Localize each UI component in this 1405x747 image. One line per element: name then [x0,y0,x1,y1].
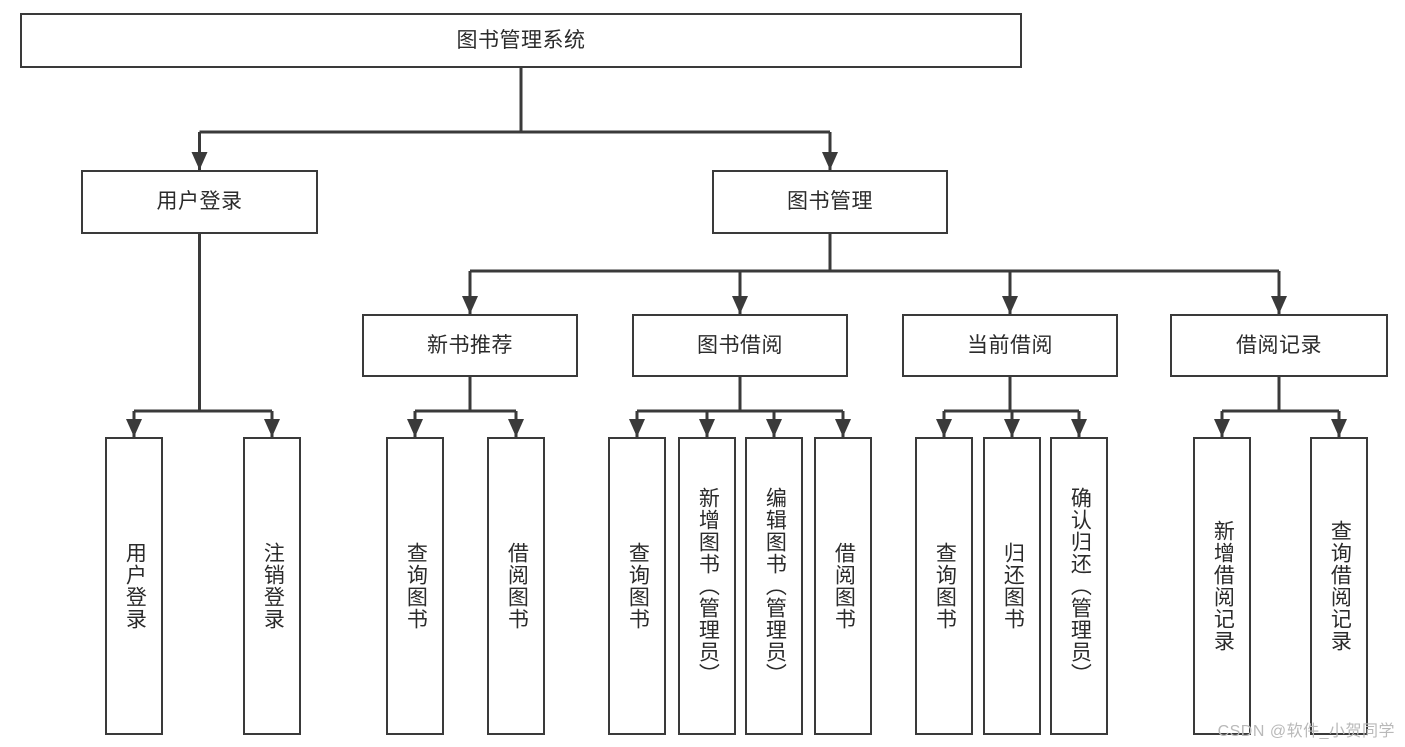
arrow-head-icon [766,419,782,437]
node-label: 新书推荐 [427,333,513,357]
node-label: 新增借阅记录 [1211,520,1235,652]
node-borrow-record[interactable]: 借阅记录 [1170,314,1388,377]
watermark-text: CSDN @软件_小贺同学 [1217,723,1395,740]
node-label: 归还图书 [1001,542,1025,630]
node-label: 图书管理系统 [456,28,586,52]
node-label: 查询图书 [933,542,957,630]
node-leaf-confirm-return[interactable]: 确认归还（管理员） [1050,437,1108,735]
arrow-head-icon [699,419,715,437]
node-current-borrow[interactable]: 当前借阅 [902,314,1118,377]
arrow-head-icon [1002,296,1018,314]
arrow-head-icon [1004,419,1020,437]
arrow-head-icon [1214,419,1230,437]
node-label: 图书借阅 [697,333,783,357]
arrow-head-icon [191,152,208,170]
node-label: 查询图书 [404,542,428,630]
node-leaf-add-record[interactable]: 新增借阅记录 [1193,437,1251,735]
node-leaf-query-book-3[interactable]: 查询图书 [915,437,973,735]
arrow-head-icon [462,296,478,314]
node-leaf-query-book-2[interactable]: 查询图书 [608,437,666,735]
arrow-head-icon [407,419,423,437]
node-label: 借阅记录 [1236,333,1322,357]
node-label: 确认归还（管理员） [1068,487,1092,685]
node-label: 借阅图书 [832,542,856,630]
node-label: 新增图书（管理员） [696,487,720,685]
arrow-head-icon [1271,296,1287,314]
node-leaf-borrow-book-2[interactable]: 借阅图书 [814,437,872,735]
arrow-head-icon [264,419,280,437]
node-leaf-borrow-book-1[interactable]: 借阅图书 [487,437,545,735]
node-leaf-add-book[interactable]: 新增图书（管理员） [678,437,736,735]
arrow-head-icon [936,419,952,437]
arrow-head-icon [835,419,851,437]
node-book-borrow[interactable]: 图书借阅 [632,314,848,377]
node-book-manage[interactable]: 图书管理 [712,170,948,234]
node-leaf-query-book-1[interactable]: 查询图书 [386,437,444,735]
node-label: 借阅图书 [505,542,529,630]
node-root[interactable]: 图书管理系统 [20,13,1022,68]
node-leaf-edit-book[interactable]: 编辑图书（管理员） [745,437,803,735]
arrow-head-icon [1331,419,1347,437]
node-label: 注销登录 [261,542,285,630]
arrow-head-icon [126,419,142,437]
node-leaf-user-login[interactable]: 用户登录 [105,437,163,735]
node-label: 用户登录 [156,190,243,214]
arrow-head-icon [1071,419,1087,437]
node-label: 查询借阅记录 [1328,520,1352,652]
arrow-head-icon [822,152,838,170]
arrow-head-icon [629,419,645,437]
arrow-head-icon [508,419,524,437]
node-label: 查询图书 [626,542,650,630]
node-leaf-return-book[interactable]: 归还图书 [983,437,1041,735]
node-leaf-logout[interactable]: 注销登录 [243,437,301,735]
node-label: 当前借阅 [967,333,1053,357]
arrow-head-icon [732,296,748,314]
node-label: 用户登录 [123,542,147,630]
node-new-book-rec[interactable]: 新书推荐 [362,314,578,377]
node-user-login[interactable]: 用户登录 [81,170,318,234]
node-leaf-query-record[interactable]: 查询借阅记录 [1310,437,1368,735]
node-label: 编辑图书（管理员） [763,487,787,685]
node-label: 图书管理 [787,190,873,214]
